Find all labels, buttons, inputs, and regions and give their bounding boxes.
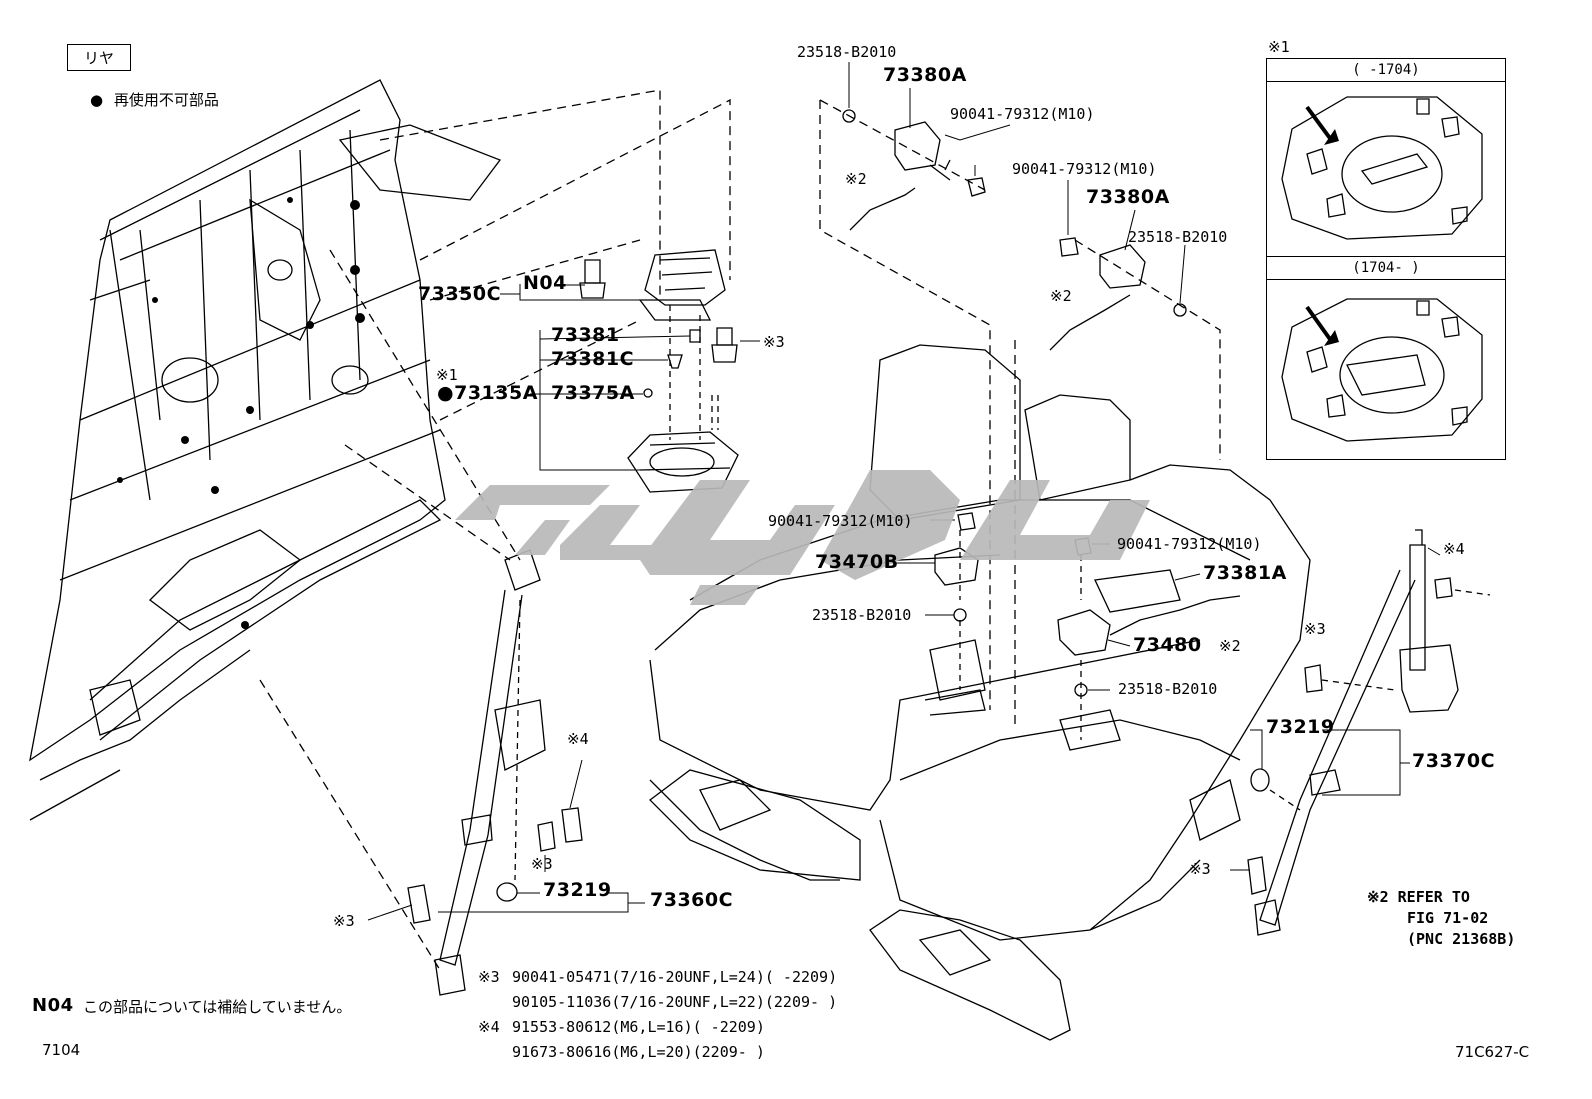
buckle-73470B — [934, 547, 979, 586]
callout-73350C: 73350C — [418, 283, 502, 305]
bracket-73381A — [1094, 569, 1181, 613]
figure-number: 7104 — [42, 1041, 81, 1059]
footnote-ref4-line1: 91553-80612(M6,L=16)( -2209) — [512, 1018, 765, 1036]
footnote-n04-code: N04 — [32, 995, 74, 1016]
callout-ref2-mid: ※2 — [1050, 287, 1072, 305]
callout-73219-left: 73219 — [543, 879, 612, 901]
footnote-ref4-line2: 91673-80616(M6,L=20)(2209- ) — [512, 1043, 765, 1061]
callout-73370C: 73370C — [1412, 750, 1496, 772]
seatbelt-73360C — [434, 549, 546, 996]
footnote-ref3-mark: ※3 — [478, 968, 500, 986]
callout-ref4-left: ※4 — [567, 730, 589, 748]
bolt-N04 — [579, 259, 606, 299]
bolt-ref3-upper — [711, 327, 738, 363]
footnote-ref3-line2: 90105-11036(7/16-20UNF,L=22)(2209- ) — [512, 993, 838, 1011]
inset-marker: ※1 — [1268, 38, 1290, 56]
inset-panel-top: ( -1704) — [1266, 58, 1506, 258]
callout-23518-top: 23518-B2010 — [797, 43, 897, 61]
watermark-logo — [455, 470, 1150, 605]
inset-panel-bottom: (1704- ) — [1266, 256, 1506, 460]
callout-N04: N04 — [523, 272, 567, 294]
illustration-id: 71C627-C — [1455, 1043, 1530, 1061]
seatbelt-73370C — [1254, 529, 1459, 936]
callout-23518-center: 23518-B2010 — [812, 606, 912, 624]
callout-73380A-top: 73380A — [883, 64, 967, 86]
callout-ref2-right: ※2 — [1219, 637, 1241, 655]
legend-text: 再使用不可部品 — [113, 91, 219, 109]
callout-90041-mid: 90041-79312(M10) — [1012, 160, 1157, 178]
callout-ref3-left: ※3 — [531, 855, 553, 873]
speaker-grille-73135A — [627, 431, 739, 493]
callout-23518-right: 23518-B2010 — [1118, 680, 1218, 698]
region-tag: リヤ — [67, 44, 131, 71]
non-reusable-dot-icon: ● — [437, 382, 455, 404]
inset-top-range: ( -1704) — [1267, 59, 1505, 82]
legend: ● 再使用不可部品 — [90, 91, 219, 109]
retractor-73350C — [638, 249, 726, 321]
callout-73470B: 73470B — [815, 551, 899, 573]
refer-note-line3: (PNC 21368B) — [1407, 930, 1516, 948]
callout-ref4-right: ※4 — [1443, 540, 1465, 558]
callout-73360C: 73360C — [650, 889, 734, 911]
callout-90041-center: 90041-79312(M10) — [768, 512, 913, 530]
buckle-73380A-mid — [1099, 244, 1146, 289]
callout-23518-mid: 23518-B2010 — [1128, 228, 1228, 246]
callout-73219-right: 73219 — [1266, 716, 1335, 738]
callout-73381: 73381 — [551, 324, 620, 346]
refer-note-line1: ※2 REFER TO — [1367, 888, 1470, 906]
footnote-ref4-mark: ※4 — [478, 1018, 500, 1036]
callout-73135A-group: ●73135A — [437, 382, 538, 404]
callout-ref2-top: ※2 — [845, 170, 867, 188]
callout-73135A: 73135A — [454, 382, 538, 404]
inset-top-drawing — [1281, 96, 1483, 240]
non-reusable-dot-icon: ● — [90, 91, 104, 109]
callout-73480: 73480 — [1133, 634, 1202, 656]
inset-bottom-range: (1704- ) — [1267, 257, 1505, 280]
body-quarter-panel — [29, 79, 502, 821]
callout-73381A: 73381A — [1203, 562, 1287, 584]
inset-bottom-drawing — [1281, 298, 1483, 442]
callout-90041-top: 90041-79312(M10) — [950, 105, 1095, 123]
callout-ref1: ※1 — [436, 366, 458, 384]
callout-73381C: 73381C — [551, 348, 635, 370]
callout-ref3-a: ※3 — [763, 333, 785, 351]
footnote-n04-text: この部品については補給していません。 — [83, 998, 352, 1016]
callout-ref3-lower-right: ※3 — [1189, 860, 1211, 878]
buckle-73380A-top — [894, 121, 951, 181]
callout-ref3-far-left: ※3 — [333, 912, 355, 930]
callout-73375A: 73375A — [551, 382, 635, 404]
buckle-73480 — [1057, 609, 1111, 656]
footnote-ref3-line1: 90041-05471(7/16-20UNF,L=24)( -2209) — [512, 968, 838, 986]
callout-ref3-right: ※3 — [1304, 620, 1326, 638]
callout-73380A-mid: 73380A — [1086, 186, 1170, 208]
refer-note-line2: FIG 71-02 — [1407, 909, 1489, 927]
callout-90041-right: 90041-79312(M10) — [1117, 535, 1262, 553]
